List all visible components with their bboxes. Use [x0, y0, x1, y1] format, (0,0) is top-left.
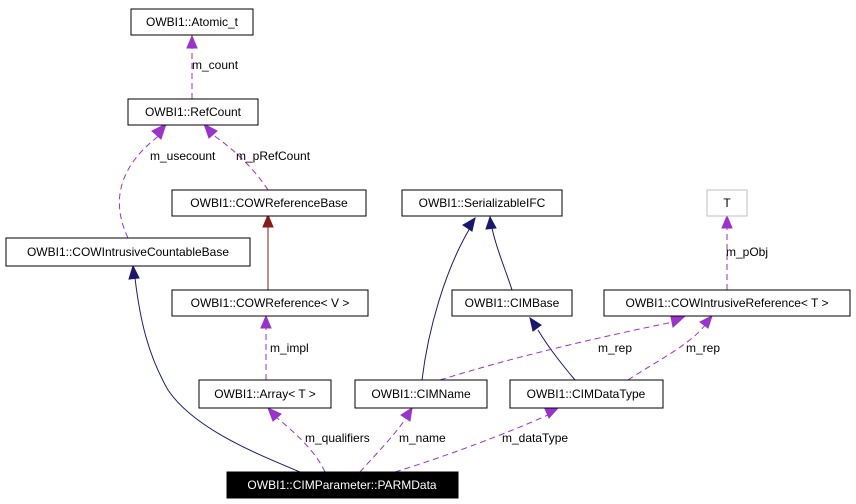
label-m-datatype: m_dataType: [502, 431, 568, 445]
arrowhead-m-impl: [260, 314, 272, 329]
node-cow-reference-v[interactable]: OWBI1::COWReference< V >: [171, 289, 369, 317]
arrowhead-m-prefcount: [203, 122, 218, 139]
node-t-param[interactable]: T: [706, 189, 748, 217]
arrowhead-m-pobj: [721, 214, 733, 229]
svg-text:OWBI1::Array< T >: OWBI1::Array< T >: [214, 387, 316, 401]
arrowhead-m-datatype: [544, 407, 560, 419]
svg-text:OWBI1::CIMBase: OWBI1::CIMBase: [465, 296, 560, 310]
arrowhead-m-usecount: [151, 123, 167, 140]
node-atomic-t[interactable]: OWBI1::Atomic_t: [130, 8, 254, 36]
node-cow-reference-base[interactable]: OWBI1::COWReferenceBase: [171, 189, 367, 217]
edge-m-datatype: [394, 414, 549, 473]
label-m-rep-cimname: m_rep: [598, 341, 632, 355]
edge-countablebase-inherit: [134, 277, 301, 473]
edge-m-rep-cimdatatype: [627, 324, 706, 381]
arrowhead-m-rep-cimdatatype: [699, 315, 713, 329]
edge-labels: m_count m_usecount m_pRefCount m_pObj m_…: [150, 58, 768, 445]
label-m-name: m_name: [399, 431, 446, 445]
svg-text:OWBI1::Atomic_t: OWBI1::Atomic_t: [146, 15, 239, 29]
node-cim-base[interactable]: OWBI1::CIMBase: [451, 289, 573, 317]
arrowhead-cowreferencebase-inherit: [262, 213, 274, 228]
node-parm-data[interactable]: OWBI1::CIMParameter::PARMData: [226, 471, 459, 499]
node-cim-name[interactable]: OWBI1::CIMName: [354, 379, 488, 409]
svg-text:OWBI1::COWIntrusiveCountableBa: OWBI1::COWIntrusiveCountableBase: [27, 245, 229, 259]
label-m-qualifiers: m_qualifiers: [305, 431, 370, 445]
label-m-count: m_count: [192, 58, 239, 72]
edge-m-prefcount: [212, 134, 269, 191]
label-m-pobj: m_pObj: [726, 245, 768, 259]
edge-cimbase-cimdatatype: [537, 329, 576, 381]
arrowhead-m-rep-cimname: [670, 316, 686, 328]
label-m-usecount: m_usecount: [150, 149, 216, 163]
edge-m-qualifiers: [276, 417, 326, 473]
node-cow-intrusive-countable-base[interactable]: OWBI1::COWIntrusiveCountableBase: [5, 237, 251, 267]
node-cim-data-type[interactable]: OWBI1::CIMDataType: [509, 379, 664, 409]
label-m-prefcount: m_pRefCount: [236, 149, 311, 163]
svg-text:OWBI1::COWReference< V >: OWBI1::COWReference< V >: [191, 296, 350, 310]
arrowhead-m-name: [400, 406, 413, 422]
arrowhead-m-count: [186, 34, 198, 49]
svg-text:OWBI1::CIMParameter::PARMData: OWBI1::CIMParameter::PARMData: [247, 478, 436, 492]
arrowhead-cimbase-cimdatatype: [529, 316, 542, 332]
svg-text:OWBI1::SerializableIFC: OWBI1::SerializableIFC: [419, 196, 546, 210]
edge-serializable-cimname: [421, 227, 471, 381]
nodes: OWBI1::Atomic_t OWBI1::RefCount OWBI1::C…: [5, 8, 851, 499]
arrowhead-serializable-cimname: [462, 216, 476, 232]
edge-m-rep-cimname: [439, 321, 674, 381]
edge-serializable-cimbase: [491, 227, 513, 291]
label-m-impl: m_impl: [270, 341, 309, 355]
edge-m-name: [359, 417, 407, 473]
svg-text:OWBI1::CIMDataType: OWBI1::CIMDataType: [527, 387, 646, 401]
arrowhead-m-qualifiers: [267, 407, 282, 422]
arrowhead-countablebase-inherit: [128, 264, 140, 280]
node-serializable-ifc[interactable]: OWBI1::SerializableIFC: [401, 189, 563, 217]
edges: [118, 34, 733, 473]
svg-text:OWBI1::COWReferenceBase: OWBI1::COWReferenceBase: [190, 196, 348, 210]
node-array-t[interactable]: OWBI1::Array< T >: [198, 379, 332, 409]
svg-text:OWBI1::COWIntrusiveReference<: OWBI1::COWIntrusiveReference< T >: [626, 296, 829, 310]
label-m-rep-cimdatatype: m_rep: [686, 341, 720, 355]
node-refcount[interactable]: OWBI1::RefCount: [127, 98, 259, 126]
svg-text:OWBI1::CIMName: OWBI1::CIMName: [371, 387, 471, 401]
svg-text:T: T: [723, 196, 731, 210]
node-cow-intrusive-reference-t[interactable]: OWBI1::COWIntrusiveReference< T >: [603, 289, 851, 317]
svg-text:OWBI1::RefCount: OWBI1::RefCount: [145, 105, 242, 119]
arrowhead-serializable-cimbase: [485, 215, 497, 230]
edge-m-usecount: [118, 134, 161, 239]
